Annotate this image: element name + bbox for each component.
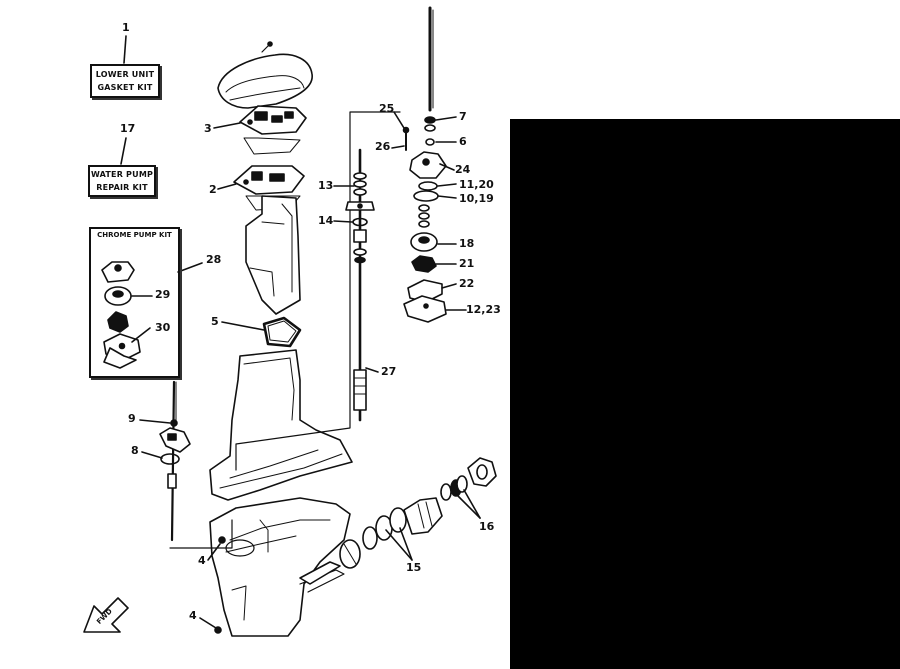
leader-14 [333, 220, 353, 223]
water-pump-kit-line1: WATER PUMP [90, 170, 154, 179]
o-ring-14 [352, 217, 368, 227]
leader-24 [439, 163, 455, 171]
callout-21: 21 [459, 257, 475, 270]
callout-13: 13 [318, 179, 334, 192]
leader-17 [120, 137, 127, 165]
pump-housing-kit-part [101, 261, 135, 283]
leader-15a [385, 529, 413, 561]
water-pump-kit-line2: REPAIR KIT [96, 183, 148, 192]
o-ring-8 [160, 453, 180, 465]
callout-8: 8 [131, 444, 139, 457]
callout-1: 1 [122, 21, 130, 34]
impeller-21 [411, 255, 437, 273]
seal-10-19 [413, 190, 439, 202]
callout-24: 24 [455, 163, 471, 176]
leader-27 [365, 367, 379, 373]
callout-18: 18 [459, 237, 475, 250]
callout-7: 7 [459, 110, 467, 123]
callout-26: 26 [375, 140, 391, 153]
leader-7 [435, 116, 457, 121]
callout-16: 16 [479, 520, 495, 533]
callout-4-upper: 4 [198, 554, 206, 567]
callout-14: 14 [318, 214, 334, 227]
callout-28: 28 [206, 253, 222, 266]
callout-12-23: 12,23 [466, 303, 501, 316]
shift-rod [170, 380, 176, 542]
water-pump-housing-cover [217, 53, 313, 109]
callout-9: 9 [128, 412, 136, 425]
upper-casing [245, 195, 301, 315]
callout-4-lower: 4 [189, 609, 197, 622]
chrome-pump-kit-title: CHROME PUMP KIT [97, 231, 172, 239]
callout-2: 2 [209, 183, 217, 196]
lower-unit-kit-line2: GASKET KIT [97, 83, 153, 92]
leader-4a [207, 543, 221, 561]
bearing-carrier [403, 497, 443, 535]
lower-unit-gasket-kit-box: LOWER UNIT GASKET KIT [90, 64, 160, 98]
callout-27: 27 [381, 365, 397, 378]
callout-10-19: 10,19 [459, 192, 494, 205]
propeller-shaft [299, 561, 341, 585]
callout-30: 30 [155, 321, 171, 334]
leader-22 [441, 283, 457, 289]
leader-11-20 [437, 183, 457, 187]
callout-11-20: 11,20 [459, 178, 494, 191]
lower-casing [209, 349, 353, 501]
leader-28 [177, 262, 203, 273]
callout-25: 25 [379, 102, 395, 115]
outer-plate-12-23 [403, 295, 447, 323]
leader-4b [199, 617, 217, 629]
lower-unit-kit-line1: LOWER UNIT [95, 70, 155, 79]
assembly-frame-right [235, 111, 401, 471]
leader-5 [221, 321, 265, 331]
gasket-22 [407, 279, 443, 303]
water-pump-repair-kit-box: WATER PUMP REPAIR KIT [88, 165, 156, 197]
callout-29: 29 [155, 288, 171, 301]
impeller-kit-part [107, 311, 129, 333]
callout-22: 22 [459, 277, 475, 290]
leader-1 [123, 35, 127, 64]
chrome-pump-kit-box: CHROME PUMP KIT [89, 227, 180, 378]
leader-16b [463, 489, 481, 519]
leader-30 [131, 327, 151, 343]
leader-10-19 [437, 195, 457, 199]
leader-2 [217, 183, 237, 190]
callout-6: 6 [459, 135, 467, 148]
insert-cartridge [418, 181, 438, 191]
leader-25 [393, 111, 405, 129]
leader-9 [139, 419, 171, 424]
leader-16a [455, 493, 481, 519]
callout-17: 17 [120, 122, 136, 135]
leader-8 [141, 451, 163, 459]
gasket-5 [262, 316, 302, 348]
fwd-arrow-icon [83, 597, 129, 633]
callout-15: 15 [406, 561, 422, 574]
leader-3 [213, 122, 241, 129]
black-panel [510, 119, 900, 669]
assembly-frame-left [169, 519, 233, 549]
leader-15b [399, 527, 413, 561]
callout-3: 3 [204, 122, 212, 135]
callout-5: 5 [211, 315, 219, 328]
leader-26 [391, 145, 405, 149]
bearing-carrier-cap [467, 457, 497, 487]
